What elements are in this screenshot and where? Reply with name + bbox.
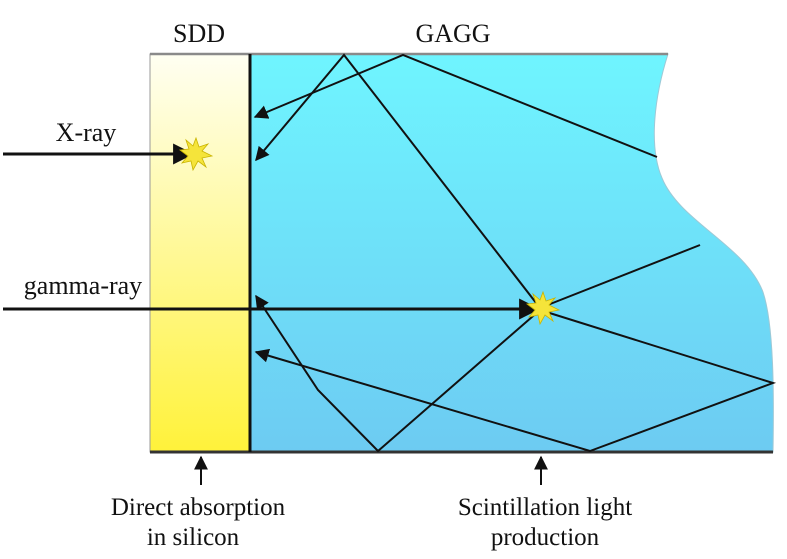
xray-absorption-burst bbox=[178, 136, 214, 172]
sdd-label: SDD bbox=[173, 19, 225, 48]
xray-label: X-ray bbox=[56, 118, 117, 147]
scintillation-label-line1: Scintillation light bbox=[458, 494, 632, 521]
light-path-gamma-reflect bbox=[539, 244, 701, 309]
gagg-crystal bbox=[249, 53, 774, 453]
light-ray-paths bbox=[253, 53, 777, 453]
gagg-label: GAGG bbox=[415, 19, 490, 48]
direct-absorption-label-line2: in silicon bbox=[147, 524, 240, 551]
light-path-lower-right bbox=[254, 309, 777, 453]
scintillation-label-line2: production bbox=[491, 524, 600, 551]
gamma-ray-label: gamma-ray bbox=[24, 271, 142, 300]
light-path-upper bbox=[255, 53, 541, 309]
direct-absorption-label-line1: Direct absorption bbox=[111, 494, 286, 521]
light-path-upper-right bbox=[253, 53, 658, 158]
light-path-lower bbox=[255, 294, 541, 453]
sdd-layer bbox=[149, 53, 251, 453]
gamma-absorption-burst bbox=[525, 290, 561, 326]
